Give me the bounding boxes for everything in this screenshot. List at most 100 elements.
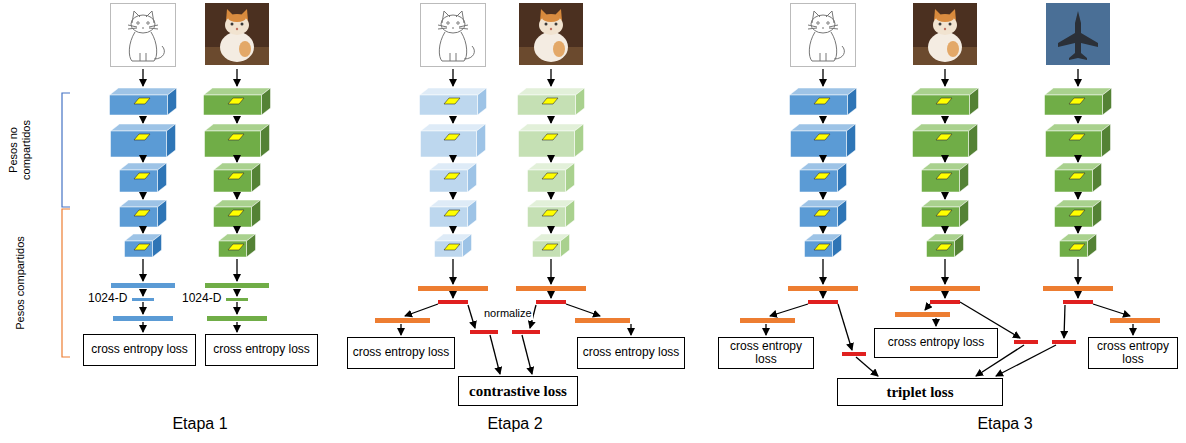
weight-bracket: [62, 93, 70, 357]
feature-bar: [930, 300, 960, 304]
arrow: [405, 304, 438, 316]
box-content: cross entropy loss: [213, 343, 310, 356]
arrow: [1077, 259, 1078, 284]
arrow: [142, 302, 143, 314]
arrow: [236, 116, 237, 123]
arrow: [630, 324, 631, 335]
arrow: [400, 324, 401, 335]
arrow: [566, 304, 600, 316]
box-label: triplet loss: [886, 384, 953, 401]
kernel: [444, 98, 460, 104]
photo-image: [913, 3, 977, 65]
arrow: [822, 116, 823, 123]
arrow: [490, 335, 500, 374]
kernel: [228, 244, 244, 250]
layer-side: [247, 234, 256, 257]
layer-front: [518, 95, 576, 115]
kernel: [814, 98, 830, 104]
layer-side: [252, 200, 261, 227]
box-label: cross entropy loss: [213, 343, 310, 356]
layer-front: [420, 95, 478, 115]
cross-entropy-box: cross entropy loss: [1088, 337, 1178, 369]
layer-top: [912, 88, 979, 95]
layer-front: [800, 207, 838, 227]
layer-front: [800, 170, 838, 192]
layer-front: [791, 131, 847, 157]
feature-bar: [1043, 286, 1113, 291]
layer-front: [430, 207, 468, 227]
arrow: [236, 289, 237, 296]
arrow: [822, 158, 823, 162]
arrow: [236, 228, 237, 233]
feature-bar: [516, 286, 586, 291]
box-label: cross entropy loss: [353, 346, 450, 359]
kernel: [1069, 244, 1085, 250]
layer-front: [1055, 170, 1093, 192]
arrow: [550, 158, 551, 162]
kernel: [936, 134, 952, 140]
arrow: [856, 357, 878, 376]
feature-bar: [375, 318, 430, 323]
arrow: [142, 322, 143, 332]
feature-bar: [132, 298, 154, 301]
kernel: [444, 134, 460, 140]
layer-front: [125, 241, 153, 257]
box-label: cross entropy loss: [583, 346, 680, 359]
feature-bar: [438, 300, 468, 304]
layer-side: [168, 88, 177, 115]
layer-front: [1055, 207, 1093, 227]
arrow: [1077, 158, 1078, 162]
arrow: [142, 259, 143, 281]
layer-side: [838, 163, 847, 192]
plane-image: [1046, 3, 1110, 65]
cross-entropy-box: cross entropy loss: [347, 337, 455, 369]
kernel: [814, 210, 830, 216]
layer-side: [468, 200, 477, 227]
box-content: cross entropy loss: [723, 340, 809, 366]
arrow: [452, 69, 453, 86]
layer-front: [533, 241, 561, 257]
layer-front: [435, 241, 463, 257]
layer-side: [1102, 124, 1111, 157]
arrow: [550, 259, 551, 284]
layer-side: [833, 234, 842, 257]
kernel: [814, 134, 830, 140]
box-label: cross entropy loss: [1093, 340, 1173, 366]
arrow: [1077, 193, 1078, 199]
layer-side: [252, 163, 261, 192]
feature-bar: [895, 312, 950, 317]
layer-front: [430, 170, 468, 192]
layer-side: [848, 88, 857, 115]
arrow: [1077, 292, 1078, 298]
feature-bar: [910, 286, 980, 291]
kernel: [444, 173, 460, 179]
box-content: cross entropy loss: [91, 343, 188, 356]
feature-bar: [207, 316, 267, 321]
arrow: [452, 193, 453, 199]
feature-bar: [226, 298, 248, 301]
layer-front: [913, 131, 969, 157]
arrow: [550, 116, 551, 123]
arrow: [822, 292, 823, 298]
arrow: [996, 345, 1056, 376]
layer-side: [561, 234, 570, 257]
arrow: [236, 302, 237, 314]
box-label: cross entropy loss: [723, 340, 809, 366]
feature-bar: [575, 318, 630, 323]
layer-top: [519, 124, 584, 131]
layer-front: [120, 170, 158, 192]
arrow: [944, 158, 945, 162]
kernel: [1069, 98, 1085, 104]
kernel: [134, 244, 150, 250]
annotation: 1024-D: [182, 292, 221, 306]
feature-bar: [808, 300, 838, 304]
loss-box: contrastive loss: [458, 376, 578, 406]
arrow: [452, 158, 453, 162]
arrow: [944, 116, 945, 123]
box-content: contrastive loss: [469, 383, 567, 400]
layer-front: [204, 95, 262, 115]
cross-entropy-box: cross entropy loss: [718, 337, 814, 369]
kernel: [228, 134, 244, 140]
layer-side: [153, 234, 162, 257]
feature-bar: [512, 330, 540, 334]
